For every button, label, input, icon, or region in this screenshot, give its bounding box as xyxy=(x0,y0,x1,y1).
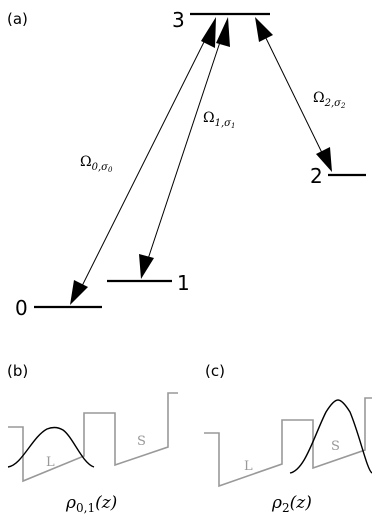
panel-b-label: (b) xyxy=(7,362,28,380)
panel-a-label: (a) xyxy=(7,10,28,28)
level-2-number: 2 xyxy=(310,164,323,188)
omega-1-label: Ω1,σ1 xyxy=(203,110,235,130)
panel-b-well-s-label: S xyxy=(137,434,146,449)
panel-b-wavefunction xyxy=(7,426,95,468)
panel-b-potential xyxy=(8,392,178,483)
panel-b-well-l-label: L xyxy=(46,455,55,470)
level-1-number: 1 xyxy=(177,271,190,295)
transition-2-3-arrow xyxy=(255,17,332,172)
density-c-label: ρ2(z) xyxy=(271,493,312,515)
transition-0-3-arrow xyxy=(70,17,216,305)
density-b-label: ρ0,1(z) xyxy=(65,493,117,515)
panel-c-well-l-label: L xyxy=(244,459,253,474)
level-3-number: 3 xyxy=(172,8,185,32)
panel-c-well-s-label: S xyxy=(331,439,340,454)
level-0-number: 0 xyxy=(15,296,28,320)
panel-c-wavefunction xyxy=(289,399,372,474)
panel-c-potential xyxy=(204,397,372,488)
omega-2-label: Ω2,σ2 xyxy=(313,90,346,110)
omega-0-label: Ω0,σ0 xyxy=(80,154,113,174)
panel-c-label: (c) xyxy=(205,362,225,380)
transition-1-3-arrow xyxy=(139,17,230,279)
